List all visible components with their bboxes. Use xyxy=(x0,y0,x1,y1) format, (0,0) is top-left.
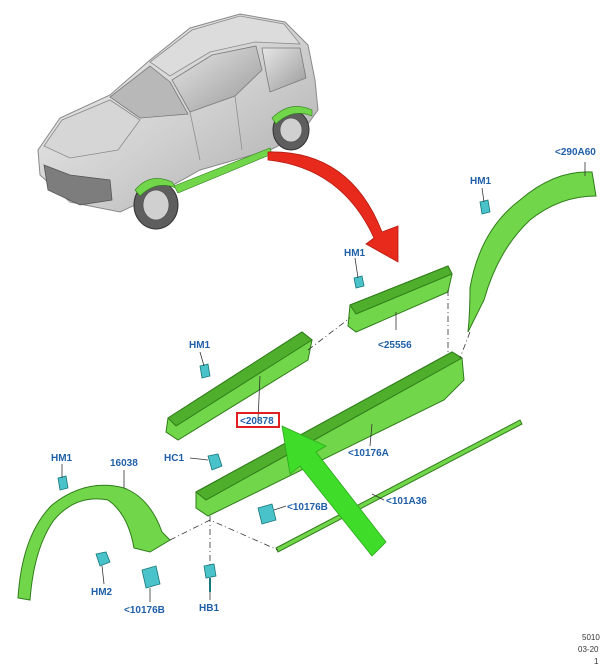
label-101a36: <101A36 xyxy=(386,496,427,507)
clip-hc1 xyxy=(207,453,223,471)
callout-arrow-red xyxy=(267,151,399,263)
label-25556: <25556 xyxy=(378,340,412,351)
clip-hm1-left xyxy=(57,475,69,491)
label-hm1-upper-right: HM1 xyxy=(470,176,492,187)
label-hm1-mid: HM1 xyxy=(189,340,211,351)
label-20878: <20878 xyxy=(240,416,274,427)
clip-hm1-top xyxy=(353,275,365,289)
part-25556 xyxy=(347,265,453,333)
clip-hm1-mid xyxy=(199,363,211,379)
assembly-dash-lines xyxy=(169,290,471,565)
label-hm1-left: HM1 xyxy=(51,453,73,464)
clip-hm1-upper-right xyxy=(479,199,491,215)
label-10176b-right: <10176B xyxy=(287,502,328,513)
part-290a60 xyxy=(467,171,597,333)
highlight-box xyxy=(236,412,280,428)
footer-code: 5010 xyxy=(582,633,600,642)
label-10176a: <10176A xyxy=(348,448,389,459)
footer-page: 1 xyxy=(594,657,599,666)
label-hm2: HM2 xyxy=(91,587,113,598)
part-101a36 xyxy=(275,419,523,553)
label-hb1: HB1 xyxy=(199,603,219,614)
part-20878 xyxy=(165,331,313,441)
clip-hb1 xyxy=(203,563,217,592)
part-10176a xyxy=(195,351,465,517)
callout-arrow-green xyxy=(281,425,387,557)
clip-10176b-left xyxy=(141,565,161,589)
clip-hm2 xyxy=(95,551,111,567)
label-hm1-top: HM1 xyxy=(344,248,366,259)
clip-10176b-right xyxy=(257,503,277,525)
label-hc1: HC1 xyxy=(164,453,184,464)
label-16038: 16038 xyxy=(110,458,138,469)
leader-lines xyxy=(61,162,586,602)
footer-date: 03-20 xyxy=(578,645,599,654)
label-290a60: <290A60 xyxy=(555,147,596,158)
vehicle-illustration xyxy=(37,13,319,230)
label-10176b-left: <10176B xyxy=(124,605,165,616)
